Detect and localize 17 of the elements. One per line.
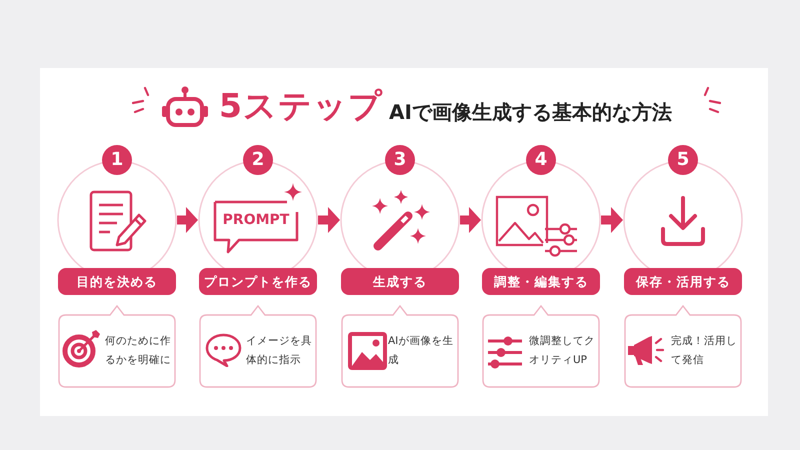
step-label: 調整・編集する [482,268,600,295]
step-description: 完成！活用して発信 [671,334,737,368]
step-label: プロンプトを作る [199,268,317,295]
step-description: 何のために作るかを明確に [105,334,171,368]
arrow [177,207,198,233]
step-description: AIが画像を生成 [388,334,454,368]
step-label: 目的を決める [58,268,176,295]
arrow [601,207,623,233]
arrow [460,207,481,233]
step-label: 生成する [341,268,459,295]
prompt-text: PROMPT [222,211,290,229]
subtitle: AIで画像生成する基本的な方法 [389,99,672,126]
arrow [318,207,340,233]
title: 5ステップ [219,85,383,127]
step-label: 保存・活用する [624,268,742,295]
step-description: 微調整してクオリティUP [529,334,595,368]
step-description: イメージを具体的に指示 [246,334,312,368]
